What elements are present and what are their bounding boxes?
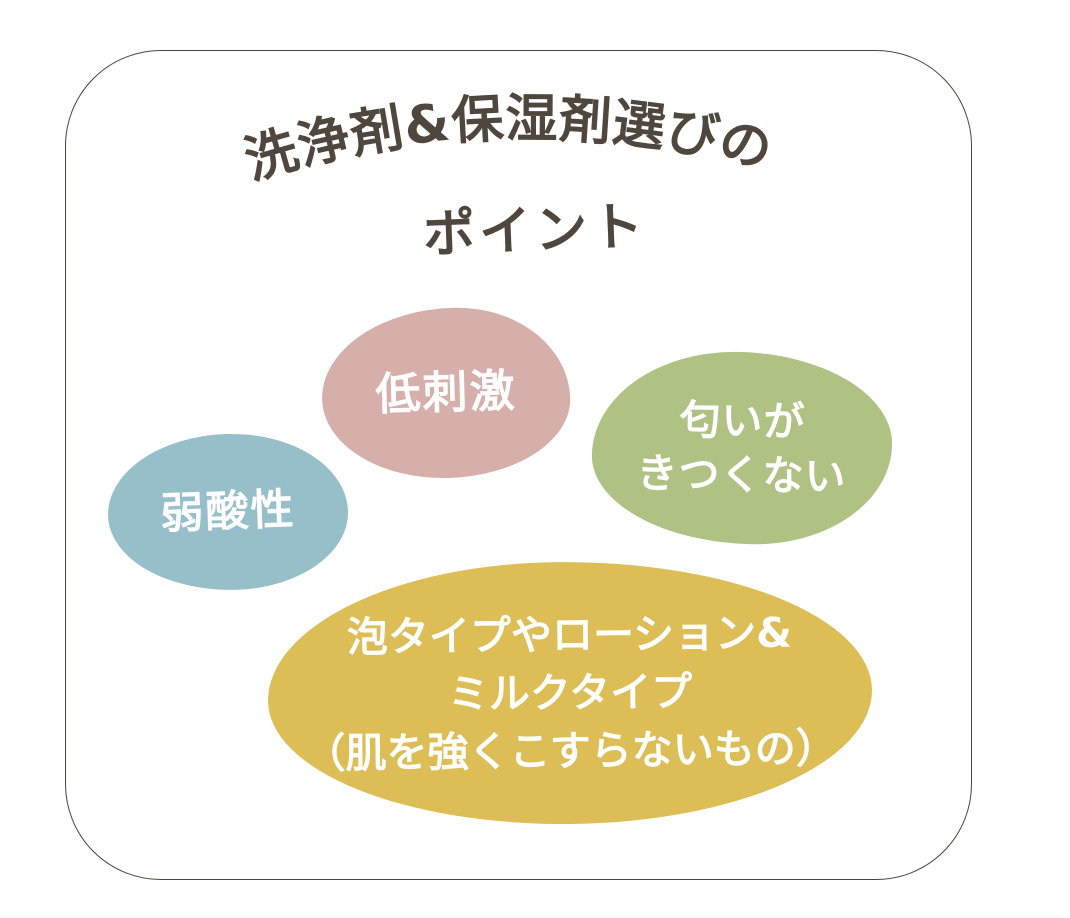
blob-weakly-acidic-label: 弱酸性 [159,484,297,539]
blob-no-strong-smell-label: 匂いが きつくない [636,395,847,501]
blob-gentle-types-label: 泡タイプやローション& ミルクタイプ （肌を強くこすらないもの） [304,608,837,778]
blob-low-irritation-label: 低刺激 [374,364,518,422]
